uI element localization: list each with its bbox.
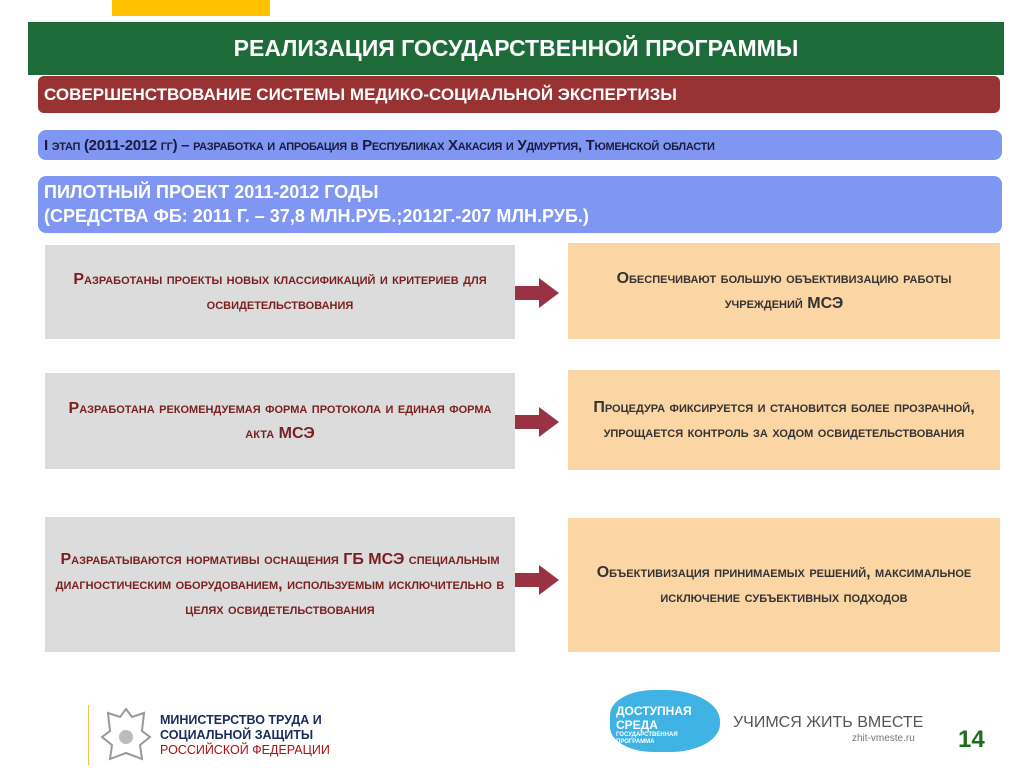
- ministry-line: МИНИСТЕРСТВО ТРУДА И: [160, 713, 322, 727]
- arrow-right-icon: [515, 407, 559, 437]
- divider: [88, 705, 89, 765]
- pilot-banner: ПИЛОТНЫЙ ПРОЕКТ 2011-2012 ГОДЫ (СРЕДСТВА…: [38, 176, 1002, 233]
- page-number: 14: [958, 726, 985, 753]
- pilot-line2: (СРЕДСТВА ФБ: 2011 Г. – 37,8 МЛН.РУБ.;20…: [44, 206, 589, 226]
- measure-box: Разработана рекомендуемая форма протокол…: [45, 373, 515, 469]
- arrow-right-icon: [515, 565, 559, 595]
- page-title: РЕАЛИЗАЦИЯ ГОСУДАРСТВЕННОЙ ПРОГРАММЫ: [28, 22, 1004, 75]
- program-logo-sub: ГОСУДАРСТВЕННАЯ ПРОГРАММА: [616, 732, 678, 745]
- ministry-line: РОССИЙСКОЙ ФЕДЕРАЦИИ: [160, 743, 330, 757]
- ministry-name: МИНИСТЕРСТВО ТРУДА И СОЦИАЛЬНОЙ ЗАЩИТЫ Р…: [160, 713, 330, 758]
- result-box: Объективизация принимаемых решений, макс…: [568, 518, 1000, 652]
- measure-box: Разработаны проекты новых классификаций …: [45, 245, 515, 339]
- site-link: zhit-vmeste.ru: [852, 733, 915, 744]
- accent-bar: [112, 0, 270, 16]
- slogan: УЧИМСЯ ЖИТЬ ВМЕСТЕ: [733, 714, 924, 731]
- stage-banner: I этап (2011-2012 гг) – разработка и апр…: [38, 130, 1002, 160]
- program-logo-text: ДОСТУПНАЯ СРЕДА: [616, 704, 692, 732]
- pilot-line1: ПИЛОТНЫЙ ПРОЕКТ 2011-2012 ГОДЫ: [44, 182, 379, 202]
- coat-of-arms-icon: [100, 707, 152, 761]
- measure-box: Разрабатываются нормативы оснащения ГБ М…: [45, 517, 515, 652]
- section-subtitle: СОВЕРШЕНСТВОВАНИЕ СИСТЕМЫ МЕДИКО-СОЦИАЛЬ…: [38, 76, 1000, 113]
- program-logo: ДОСТУПНАЯ СРЕДА ГОСУДАРСТВЕННАЯ ПРОГРАММ…: [610, 690, 720, 752]
- result-box: Обеспечивают большую объективизацию рабо…: [568, 243, 1000, 339]
- ministry-line: СОЦИАЛЬНОЙ ЗАЩИТЫ: [160, 728, 314, 742]
- arrow-right-icon: [515, 278, 559, 308]
- result-box: Процедура фиксируется и становится более…: [568, 370, 1000, 470]
